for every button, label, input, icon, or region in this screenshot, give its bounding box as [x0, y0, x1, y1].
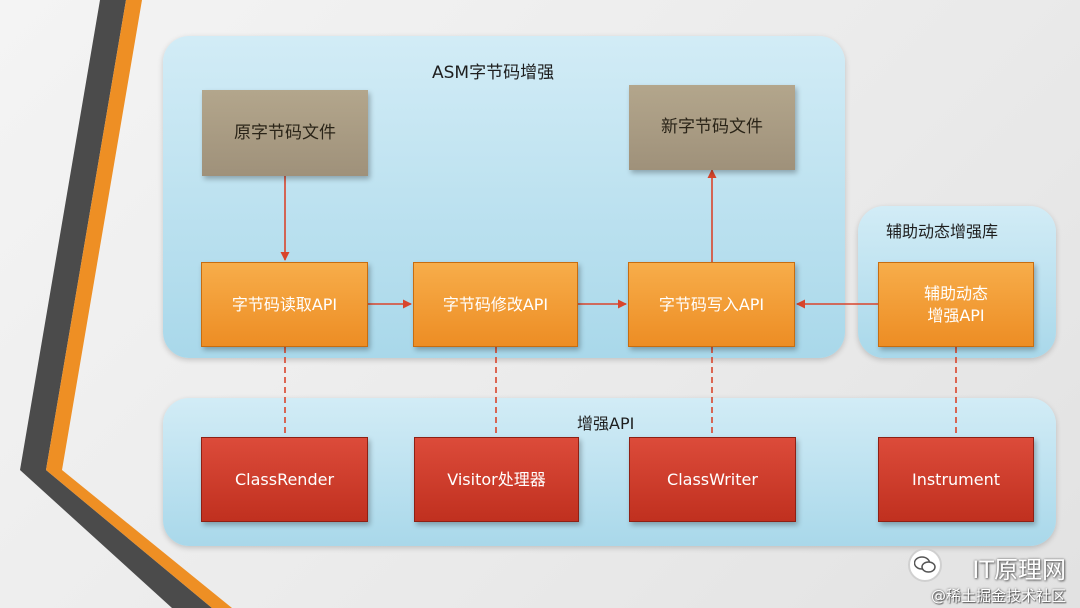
aux-region-title: 辅助动态增强库	[886, 222, 999, 241]
watermark-name: IT原理网	[972, 556, 1066, 584]
chat-bubbles-icon	[914, 556, 936, 573]
class-writer-box: ClassWriter	[629, 437, 796, 522]
bytecode-modify-api: 字节码修改API	[413, 262, 578, 347]
instrument-box: Instrument	[878, 437, 1034, 522]
target-bytecode-file: 新字节码文件	[629, 85, 795, 170]
wechat-icon	[908, 548, 942, 582]
asm-region-title: ASM字节码增强	[432, 63, 555, 83]
class-render-box: ClassRender	[201, 437, 368, 522]
orange-stripe	[46, 0, 142, 470]
bytecode-read-api: 字节码读取API	[201, 262, 368, 347]
api-region-title: 增强API	[577, 414, 635, 433]
visitor-processor-box: Visitor处理器	[414, 437, 579, 522]
source-bytecode-file: 原字节码文件	[202, 90, 368, 176]
watermark-sub: @稀土掘金技术社区	[930, 587, 1066, 605]
bytecode-write-api: 字节码写入API	[628, 262, 795, 347]
aux-dynamic-enhance-api: 辅助动态增强API	[878, 262, 1034, 347]
dark-stripe	[20, 0, 126, 470]
